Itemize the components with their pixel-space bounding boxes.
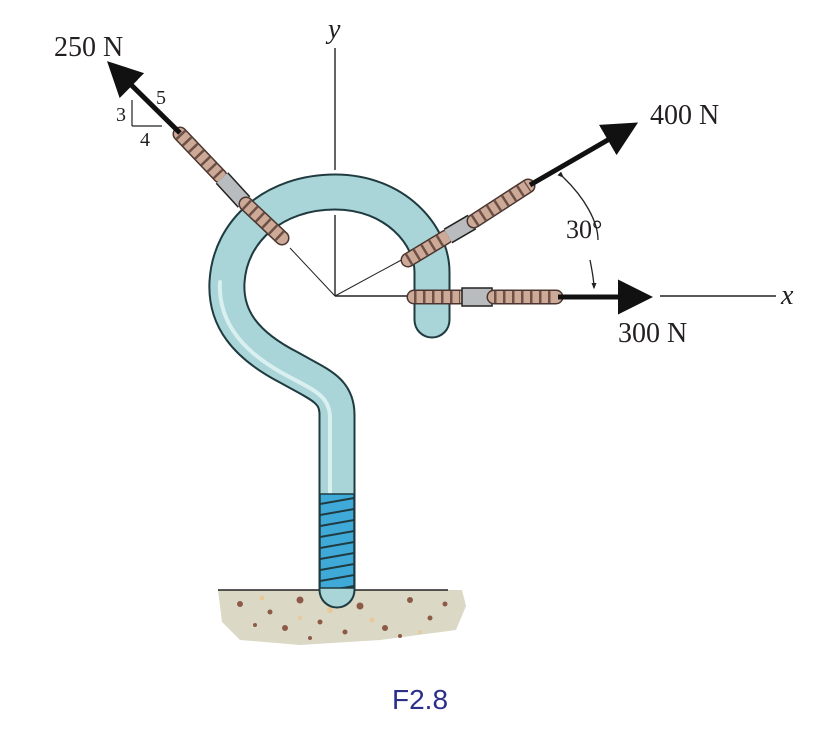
rope-400 — [400, 178, 536, 268]
eye-hook — [208, 173, 451, 609]
rope-300 — [406, 287, 564, 307]
figure-caption: F2.8 — [391, 684, 449, 715]
slope-triangle — [131, 100, 162, 127]
y-axis-label: y — [325, 14, 341, 45]
arrow-400 — [528, 122, 639, 188]
force-label-250: 250 N — [54, 32, 123, 63]
slope-hyp-label: 5 — [156, 87, 166, 109]
slope-run-label: 4 — [140, 129, 150, 151]
force-label-400: 400 N — [650, 100, 719, 131]
arrow-250 — [107, 61, 182, 135]
angle-arc-30 — [557, 171, 599, 241]
line-of-action-250 — [289, 247, 336, 297]
x-axis-label: x — [780, 280, 794, 311]
force-label-300: 300 N — [618, 318, 687, 349]
rope-250 — [172, 126, 290, 246]
hook-thread — [319, 493, 355, 589]
line-of-action-400 — [334, 257, 406, 297]
slope-rise-label: 3 — [116, 104, 126, 126]
angle-label-30: 30° — [566, 215, 602, 244]
